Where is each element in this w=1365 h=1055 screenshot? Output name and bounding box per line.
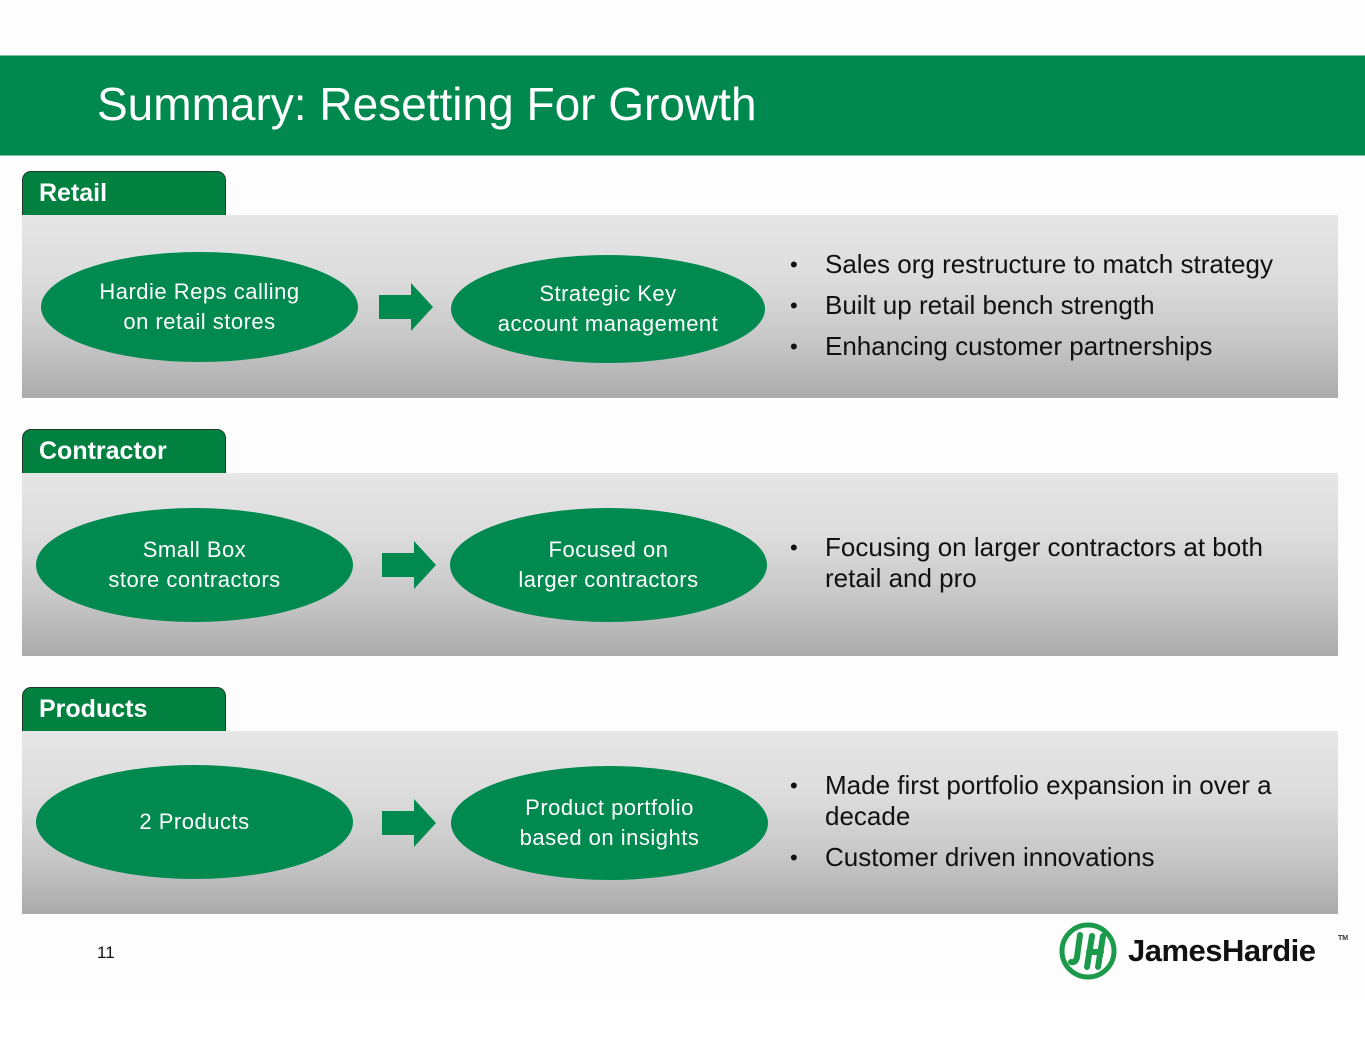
to-oval: Strategic Key account management [451,255,765,363]
from-oval: 2 Products [36,765,353,879]
section-tab-label: Contractor [39,437,167,465]
page-number: 11 [97,943,115,962]
bullet-dot: • [790,334,798,359]
slide: Summary: Resetting For Growth Retail Har… [0,55,1365,983]
bullet-dot: • [790,293,798,318]
bullet-dot: • [790,252,798,277]
from-oval: Hardie Reps calling on retail stores [41,252,358,362]
section-tab-label: Products [39,695,148,723]
bullet-item: • Built up retail bench strength [790,290,1320,321]
bullet-list: • Focusing on larger contractors at both … [790,532,1320,604]
section-tab-label: Retail [39,179,108,207]
to-oval: Focused on larger contractors [450,508,767,622]
section-panel: Hardie Reps calling on retail stores Str… [22,215,1338,398]
bullet-text: Built up retail bench strength [825,290,1155,320]
logo-trademark: TM [1338,935,1349,942]
bullet-item: • Made first portfolio expansion in over … [790,770,1320,832]
to-oval: Product portfolio based on insights [451,766,768,880]
right-arrow-icon [382,541,436,589]
bullet-text: Enhancing customer partnerships [825,331,1213,361]
bullet-item: • Enhancing customer partnerships [790,331,1320,362]
section-contractor: Contractor Small Box store contractors F… [22,429,1338,656]
bullet-text: Sales org restructure to match strategy [825,249,1273,279]
title-bar: Summary: Resetting For Growth [0,55,1365,156]
bullet-text: Focusing on larger contractors at both r… [825,532,1263,593]
bullet-text: Made first portfolio expansion in over a… [825,770,1272,831]
bullet-item: • Sales org restructure to match strategy [790,249,1320,280]
bullet-text: Customer driven innovations [825,842,1155,872]
section-panel: 2 Products Product portfolio based on in… [22,731,1338,914]
jh-monogram-icon [1059,922,1117,980]
bullet-dot: • [790,535,798,560]
bullet-item: • Customer driven innovations [790,842,1320,873]
bullet-dot: • [790,845,798,870]
right-arrow-icon [382,799,436,847]
section-panel: Small Box store contractors Focused on l… [22,473,1338,656]
slide-title: Summary: Resetting For Growth [97,78,757,130]
bullet-list: • Sales org restructure to match strategy… [790,249,1320,372]
bullet-item: • Focusing on larger contractors at both … [790,532,1320,594]
section-tab-products: Products [22,687,226,731]
bullet-list: • Made first portfolio expansion in over … [790,770,1320,883]
logo-text: JamesHardie [1128,933,1316,968]
section-products: Products 2 Products Product portfolio ba… [22,687,1338,914]
james-hardie-logo: JamesHardie TM [1058,921,1348,983]
section-tab-retail: Retail [22,171,226,215]
from-oval: Small Box store contractors [36,508,353,622]
section-tab-contractor: Contractor [22,429,226,473]
bullet-dot: • [790,773,798,798]
section-retail: Retail Hardie Reps calling on retail sto… [22,171,1338,398]
right-arrow-icon [379,283,433,331]
